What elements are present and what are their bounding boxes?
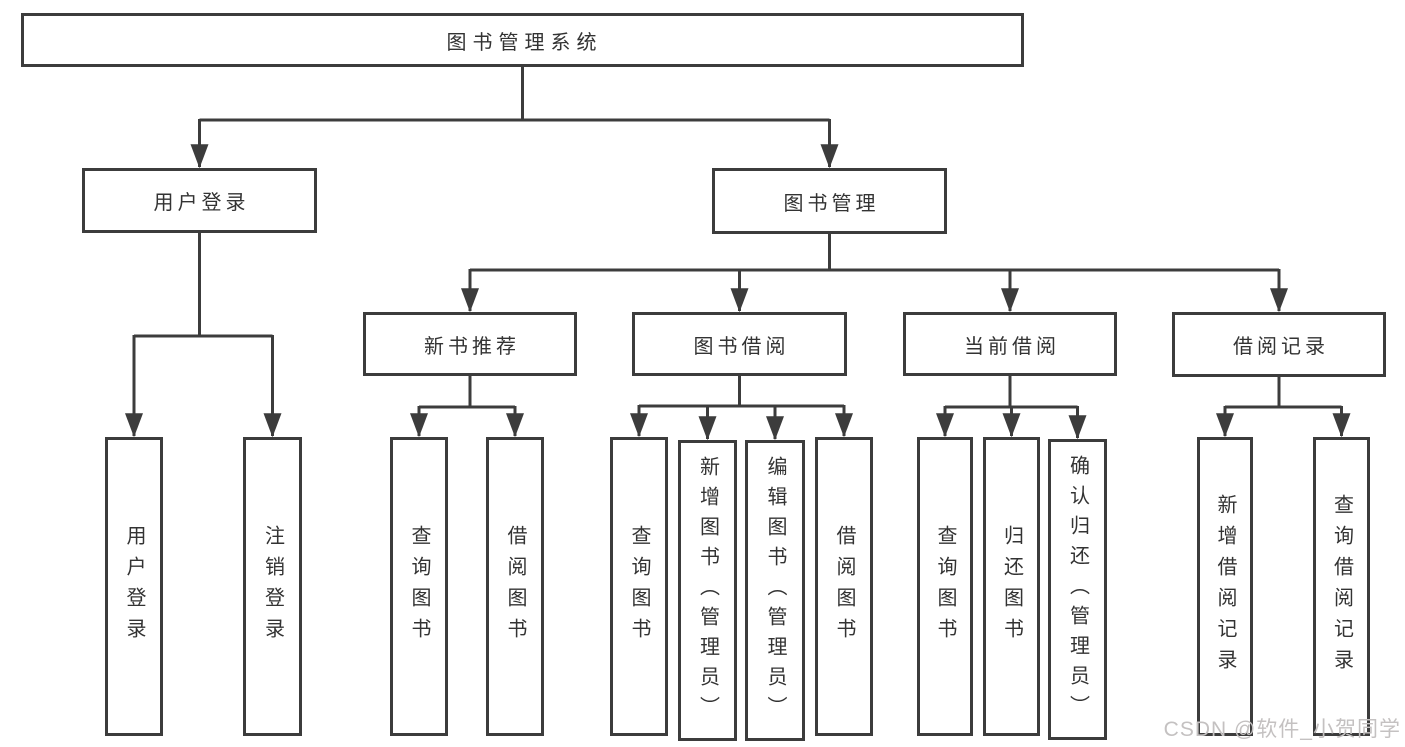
leaf-return-books: 归还图书 — [983, 437, 1040, 736]
leaf-query-books-under-new-book: 查询图书 — [390, 437, 448, 736]
leaf-query-borrow-record: 查询借阅记录 — [1313, 437, 1370, 736]
connector-book-borrow-to-leaves — [630, 376, 853, 441]
leaf-add-book-admin: 新增图书（管理员） — [678, 440, 737, 741]
leaf-user-login: 用户登录 — [105, 437, 163, 736]
node-book-borrowing: 图书借阅 — [632, 312, 847, 376]
connector-book-mgmt-to-level3 — [461, 234, 1288, 313]
node-library-management-system: 图书管理系统 — [21, 13, 1024, 67]
leaf-logout: 注销登录 — [243, 437, 302, 736]
leaf-query-books-under-current-borrow: 查询图书 — [917, 437, 973, 736]
leaf-borrow-books-under-new-book: 借阅图书 — [486, 437, 544, 736]
leaf-edit-book-admin: 编辑图书（管理员） — [745, 440, 805, 741]
csdn-watermark: CSDN @软件_小贺同学 — [1163, 718, 1401, 741]
leaf-query-books-under-book-borrow: 查询图书 — [610, 437, 668, 736]
node-book-management: 图书管理 — [712, 168, 947, 234]
connector-records-to-leaves — [1216, 377, 1351, 438]
node-borrowing-records: 借阅记录 — [1172, 312, 1386, 377]
node-current-borrowing: 当前借阅 — [903, 312, 1117, 376]
leaf-borrow-books-under-book-borrow: 借阅图书 — [815, 437, 873, 736]
leaf-confirm-return-admin: 确认归还（管理员） — [1048, 439, 1107, 740]
leaf-add-borrow-record: 新增借阅记录 — [1197, 437, 1253, 736]
connector-current-borrow-to-leaves — [936, 376, 1087, 440]
connector-user-login-to-leaves — [125, 233, 282, 438]
connector-new-book-to-leaves — [410, 376, 524, 438]
node-new-book-recommendation: 新书推荐 — [363, 312, 577, 376]
node-user-login: 用户登录 — [82, 168, 317, 233]
connector-root-to-level2 — [190, 66, 839, 169]
